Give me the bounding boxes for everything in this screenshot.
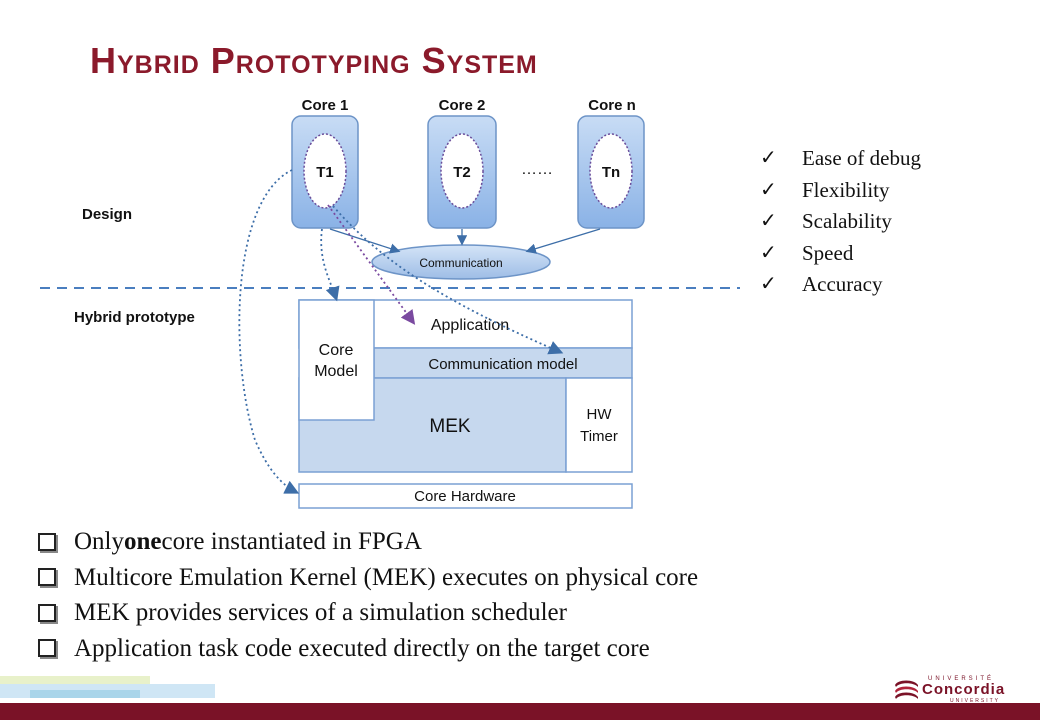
check-item-label: Speed: [802, 240, 854, 265]
checkbox-bullet-icon: [38, 639, 56, 658]
benefits-checklist: ✓ Ease of debug ✓ Flexibility ✓ Scalability…: [760, 143, 921, 301]
task-t1-ellipse: [303, 133, 347, 209]
logo-name: Concordia: [922, 681, 1006, 698]
t1-to-application-arrow: [327, 204, 416, 325]
logo-university-bottom: UNIVERSITY: [950, 698, 1001, 704]
check-item-label: Scalability: [802, 209, 892, 233]
communication-model-label: Communication model: [428, 356, 577, 373]
hw-timer-label-2: Timer: [580, 428, 618, 445]
bullet-item: Multicore Emulation Kernel (MEK) execute…: [38, 560, 698, 596]
core-hardware-label: Core Hardware: [414, 488, 516, 505]
check-item-label: Flexibility: [802, 177, 890, 202]
task-tn-label: Tn: [602, 164, 620, 181]
footer-bar: [0, 703, 1040, 720]
core-model-label-1: Core: [319, 342, 354, 359]
core-model-box: [298, 299, 375, 421]
core-n-header: Core n: [588, 97, 636, 114]
task-tn-ellipse: [589, 133, 633, 209]
design-label: Design: [82, 206, 132, 223]
checkmark-icon: ✓: [760, 241, 777, 264]
core1-comm-arrow: [329, 228, 401, 254]
checkmark-icon: ✓: [760, 273, 777, 295]
hw-timer-label-1: HW: [587, 406, 613, 423]
checkbox-bullet-icon: [38, 532, 56, 551]
mek-label: MEK: [429, 416, 471, 437]
key-points-list: Only one core instantiated in FPGA Multi…: [38, 524, 698, 666]
communication-model-box: [373, 347, 633, 379]
slide-title: Hybrid Prototyping System: [90, 40, 538, 81]
core-model-label-2: Model: [314, 363, 358, 380]
check-item: ✓ Speed: [760, 238, 921, 270]
task-t2-ellipse: [440, 133, 484, 209]
bullet-item: Application task code executed directly …: [38, 631, 698, 667]
cores-ellipsis: ……: [521, 161, 553, 178]
hw-timer-box: [565, 377, 633, 473]
task-t1-label: T1: [316, 164, 334, 181]
check-item: ✓ Ease of debug: [760, 143, 921, 175]
core-1-header: Core 1: [302, 97, 349, 114]
concordia-emblem-icon: [895, 680, 918, 699]
checkmark-icon: ✓: [760, 178, 777, 201]
bullet-text: Application task code executed directly …: [74, 634, 650, 662]
checkmark-icon: ✓: [760, 210, 777, 232]
concordia-logo: UNIVERSITÉ Concordia UNIVERSITY: [892, 676, 1017, 704]
bullet-text: MEK provides services of a simulation sc…: [74, 599, 567, 626]
bullet-item: MEK provides services of a simulation sc…: [38, 595, 698, 631]
core1-to-hardware-arrow: [238, 169, 300, 494]
decorative-band: [0, 676, 150, 686]
logo-university-top: UNIVERSITÉ: [928, 676, 995, 682]
checkbox-bullet-icon: [38, 603, 56, 622]
core1-to-core-model-arrow: [320, 228, 340, 302]
communication-label: Communication: [419, 256, 502, 270]
bullet-text: Multicore Emulation Kernel (MEK) execute…: [74, 563, 699, 591]
check-item: ✓ Scalability: [760, 206, 921, 238]
core-hardware-box: [298, 483, 633, 509]
checkbox-bullet-icon: [38, 568, 56, 587]
t1-to-communication-model-arrow: [332, 205, 564, 355]
bullet-text-post: core instantiated in FPGA: [161, 528, 422, 555]
check-item: ✓ Flexibility: [760, 175, 921, 207]
hybrid-prototype-label: Hybrid prototype: [74, 309, 195, 326]
core-2-header: Core 2: [439, 97, 486, 114]
bullet-text-bold: one: [124, 528, 162, 555]
decorative-band: [30, 690, 140, 698]
task-t2-label: T2: [453, 164, 471, 181]
application-label: Application: [431, 317, 509, 334]
checkmark-icon: ✓: [760, 147, 777, 169]
coren-comm-arrow: [525, 228, 601, 254]
check-item-label: Accuracy: [802, 272, 883, 296]
check-item: ✓ Accuracy: [760, 269, 921, 301]
check-item-label: Ease of debug: [802, 146, 921, 170]
bullet-item: Only one core instantiated in FPGA: [38, 524, 698, 560]
bullet-text-pre: Only: [74, 528, 124, 555]
